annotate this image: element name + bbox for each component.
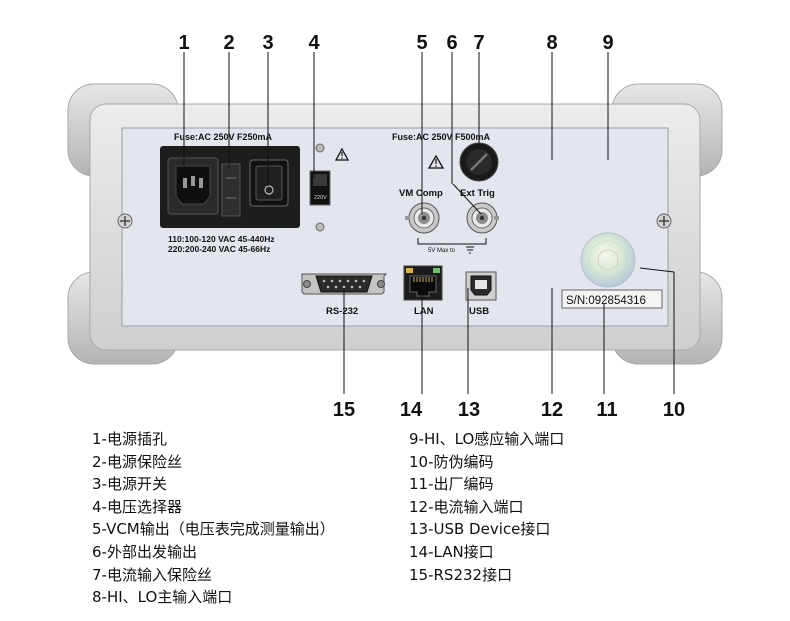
- callout-numbers: 1 2 3 4 5 6 7 8 9 15 14 13 12 11 10: [178, 32, 685, 421]
- callout-3: 3: [262, 32, 273, 54]
- callout-7: 7: [473, 32, 484, 54]
- callout-10: 10: [663, 399, 685, 421]
- callout-14: 14: [400, 399, 423, 421]
- lan-port[interactable]: [403, 265, 443, 301]
- callout-1: 1: [178, 32, 189, 54]
- callout-lines: [183, 52, 675, 394]
- callout-13: 13: [458, 399, 480, 421]
- callout-5: 5: [416, 32, 427, 54]
- ext-trig-bnc-connector[interactable]: [466, 202, 499, 234]
- vm-comp-label: VM Comp: [399, 188, 443, 199]
- usb-device-port[interactable]: [465, 271, 497, 301]
- callout-12: 12: [541, 399, 563, 421]
- ground-icon: [466, 246, 474, 254]
- warning-icon: [427, 154, 445, 169]
- callout-9: 9: [602, 32, 613, 54]
- callout-2: 2: [223, 32, 234, 54]
- legend-item: 4-电压选择器: [92, 497, 182, 516]
- legend-item: 5-VCM输出（电压表完成测量输出）: [92, 520, 335, 539]
- ext-trig-label: Ext Trig: [460, 188, 495, 199]
- legend-item: 15-RS232接口: [409, 565, 513, 584]
- callout-11: 11: [596, 399, 617, 421]
- legend-item: 6-外部出发输出: [92, 542, 197, 561]
- power-fuse-drawer[interactable]: [221, 163, 241, 217]
- legend-item: 3-电源开关: [92, 475, 167, 494]
- legend-item: 12-电流输入端口: [409, 497, 524, 516]
- legend-item: 7-电流输入保险丝: [92, 565, 212, 584]
- bnc-bracket: [417, 238, 487, 245]
- fuse-label-right: Fuse:AC 250V F500mA: [392, 132, 491, 142]
- legend-item: 1-电源插孔: [92, 430, 167, 448]
- frame-screws: [117, 213, 672, 229]
- legend-item: 8-HI、LO主输入端口: [92, 588, 233, 607]
- usb-label: USB: [469, 306, 489, 317]
- serial-number: S/N:092854316: [566, 295, 646, 307]
- power-module: Fuse:AC 250V F250mA 110:100-120 VAC 45-4…: [160, 132, 300, 254]
- callout-15: 15: [333, 399, 355, 421]
- lan-label: LAN: [414, 306, 434, 317]
- legend-item: 10-防伪编码: [409, 452, 494, 471]
- voltage-selector-group: 220V: [309, 143, 350, 232]
- rs232-port[interactable]: [301, 273, 388, 295]
- vm-comp-bnc-connector[interactable]: [405, 202, 440, 234]
- warning-icon: [334, 147, 350, 161]
- voltage-selector-label: 220V: [314, 195, 327, 201]
- rs232-label: RS-232: [326, 306, 358, 317]
- legend-item: 14-LAN接口: [409, 542, 494, 561]
- current-fuse-holder[interactable]: [459, 142, 499, 182]
- legend-item: 9-HI、LO感应输入端口: [409, 430, 565, 448]
- bnc-max-note: 5V Max to: [428, 248, 456, 254]
- callout-6: 6: [446, 32, 457, 54]
- legend-left-column: 1-电源插孔 2-电源保险丝 3-电源开关 4-电压选择器 5-VCM输出（电压…: [92, 428, 335, 609]
- legend-item: 13-USB Device接口: [409, 520, 551, 539]
- fuse-label-left: Fuse:AC 250V F250mA: [174, 132, 273, 142]
- voltage-spec-line1: 110:100-120 VAC 45-440Hz: [168, 234, 275, 244]
- callout-8: 8: [546, 32, 557, 54]
- input-section: Fuse:AC 250V F500mA VM Comp Ext Trig: [392, 132, 499, 254]
- anti-counterfeit-hologram: [580, 232, 636, 288]
- legend-item: 11-出厂编码: [409, 475, 494, 494]
- callout-4: 4: [308, 32, 320, 54]
- legend-right-column: 9-HI、LO感应输入端口 10-防伪编码 11-出厂编码 12-电流输入端口 …: [409, 428, 564, 586]
- legend-item: 2-电源保险丝: [92, 452, 182, 471]
- voltage-spec-line2: 220:200-240 VAC 45-66Hz: [168, 244, 270, 254]
- serial-plate: [561, 289, 663, 309]
